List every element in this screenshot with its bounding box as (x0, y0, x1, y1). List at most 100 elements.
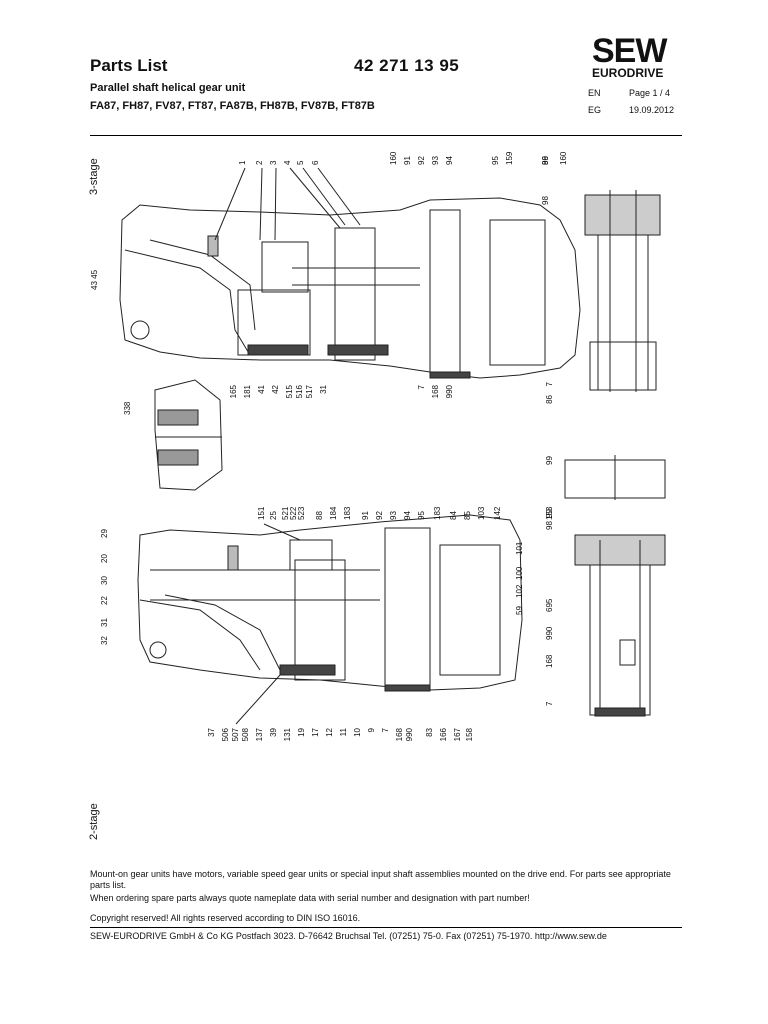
callout-number: 1 (238, 160, 247, 165)
callout-number: 184 (329, 506, 338, 520)
callout-number: 137 (255, 727, 264, 741)
page-title: Parts List (90, 56, 168, 75)
callout-number: 22 (100, 596, 109, 605)
callout-number: 17 (311, 727, 320, 736)
callout-number: 83 (425, 727, 434, 736)
callout-number: 94 (445, 156, 454, 165)
callout-number: 31 (319, 384, 328, 393)
callout-number: 10 (353, 727, 362, 736)
callout-number: 516 (295, 384, 304, 398)
copyright-notice: Copyright reserved! All rights reserved … (90, 913, 361, 923)
callout-number: 85 (463, 511, 472, 520)
callout-number: 3 (269, 160, 278, 165)
callout-number: 86 (541, 156, 550, 165)
callout-number: 9 (367, 727, 376, 732)
callout-number: 523 (297, 506, 306, 520)
callout-number: 19 (297, 727, 306, 736)
callout-number: 4 (283, 160, 292, 165)
callout-number: 11 (339, 727, 348, 736)
callout-number: 168 (395, 727, 404, 741)
callout-number: 990 (545, 626, 554, 640)
callout-number: 165 (229, 384, 238, 398)
callout-number: 43 45 (90, 269, 99, 290)
callout-number: 92 (375, 511, 384, 520)
header-divider (90, 135, 682, 136)
footer-divider (90, 927, 682, 928)
ordering-note: When ordering spare parts always quote n… (90, 893, 530, 903)
callout-number: 102 (515, 584, 524, 598)
callout-number: 151 (257, 506, 266, 520)
callout-number: 99 (541, 156, 550, 165)
document-subtitle: Parallel shaft helical gear unit (90, 82, 246, 94)
callout-number: 99 (545, 509, 554, 518)
callout-number: 95 (491, 156, 500, 165)
callout-number: 94 (403, 511, 412, 520)
callout-number: 12 (325, 727, 334, 736)
callout-number: 695 (545, 598, 554, 612)
callout-number: 521 (281, 506, 290, 520)
svg-text:EURODRIVE: EURODRIVE (592, 66, 663, 80)
callout-number: 99 (545, 456, 554, 465)
callout-number: 32 (100, 636, 109, 645)
callout-number: 153 (545, 506, 554, 520)
callout-number: 103 (477, 506, 486, 520)
callout-number: 7 (381, 727, 390, 732)
callout-number: 507 (231, 727, 240, 741)
callout-number: 158 (465, 727, 474, 741)
callout-number: 508 (241, 727, 250, 741)
callout-number: 5 (296, 160, 305, 165)
callout-number: 2 (255, 160, 264, 165)
callout-number: 167 (453, 727, 462, 741)
callout-number: 37 (207, 727, 216, 736)
callout-number: 92 (417, 156, 426, 165)
sew-eurodrive-logo: SEW EURODRIVE (592, 32, 669, 80)
callout-number: 84 (449, 511, 458, 520)
callout-number: 88 (315, 511, 324, 520)
callout-number: 506 (221, 727, 230, 741)
document-date: 19.09.2012 (629, 105, 675, 115)
callout-number: 93 (389, 511, 398, 520)
callout-number: 517 (305, 384, 314, 398)
callout-number: 91 (361, 511, 370, 520)
callout-number: 131 (283, 727, 292, 741)
callout-number: 95 (417, 511, 426, 520)
callout-number: 42 (271, 384, 280, 393)
callout-number: 160 (559, 151, 568, 165)
callout-number: 29 (100, 529, 109, 538)
company-address: SEW-EURODRIVE GmbH & Co KG Postfach 3023… (90, 931, 607, 941)
page-number: Page 1 / 4 (629, 88, 671, 98)
callout-number: 7 (417, 384, 426, 389)
model-list: FA87, FH87, FV87, FT87, FA87B, FH87B, FV… (90, 100, 375, 112)
callout-number: 515 (285, 384, 294, 398)
callout-number: 25 (269, 511, 278, 520)
callout-number: 990 (405, 727, 414, 741)
callout-number: 160 (389, 151, 398, 165)
callout-number: 7 (545, 381, 554, 386)
callout-number: 59 (515, 606, 524, 615)
callout-number: 183 (433, 506, 442, 520)
callout-number: 30 (100, 576, 109, 585)
callout-number: 338 (123, 401, 132, 415)
document-number: 42 271 13 95 (354, 56, 460, 75)
callout-number: 20 (100, 554, 109, 563)
eg-code: EG (588, 105, 602, 115)
language-code: EN (588, 88, 601, 98)
callout-number: 990 (445, 384, 454, 398)
callout-number: 93 (431, 156, 440, 165)
callout-number: 101 (515, 541, 524, 555)
callout-number: 31 (100, 618, 109, 627)
callout-number: 183 (343, 506, 352, 520)
callout-number: 166 (439, 727, 448, 741)
callout-number: 142 (493, 506, 502, 520)
callout-number: 522 (289, 506, 298, 520)
svg-text:SEW: SEW (592, 32, 668, 70)
callout-number: 100 (515, 566, 524, 580)
callout-number: 91 (403, 156, 412, 165)
callout-number: 6 (311, 160, 320, 165)
callout-number: 98 (541, 196, 550, 205)
callout-number: 39 (269, 727, 278, 736)
callout-number: 7 (545, 701, 554, 706)
callout-number: 168 (431, 384, 440, 398)
